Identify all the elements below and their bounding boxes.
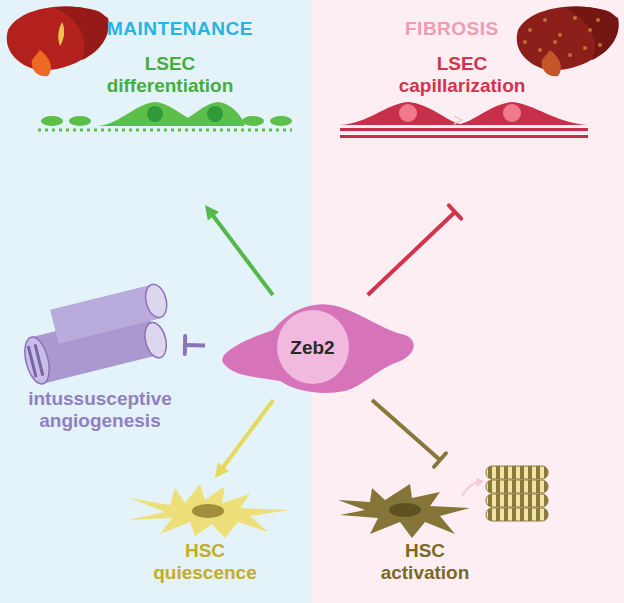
connector-line [211,213,273,295]
illustration-part [596,18,600,22]
fibrotic-liver-icon [517,6,619,76]
illustration-part [7,7,108,71]
hsc-activation: HSC activation [310,460,560,590]
illustration-part [340,102,460,125]
illustration-part [565,6,619,60]
illustration-part [340,128,588,131]
illustration-part [598,43,602,47]
panel-heading: MAINTENANCE [107,18,253,40]
arrowhead [205,205,219,220]
illustration-part [558,33,562,37]
regulation-arrow [215,400,273,478]
illustration-part [553,40,557,44]
illustration-part [528,28,532,32]
connector-line [368,212,455,295]
illustration-part [486,494,548,507]
gene-label: Zeb2 [205,337,420,359]
zeb2-cell: Zeb2 [205,295,420,400]
intussusceptive-angiogenesis: intussusceptive angiogenesis [15,280,185,440]
illustration-part [192,504,224,518]
illustration-part [340,135,588,138]
healthy-liver-icon [7,6,109,76]
panel-heading: FIBROSIS [405,18,499,40]
illustration-part [270,116,292,126]
illustration-part [476,478,484,487]
regulation-arrow [205,205,273,295]
lsec-capillarization: LSEC capillarization [335,45,590,212]
illustration-part [588,28,592,32]
illustration-part [21,335,54,387]
lsec-differentiation: LSEC differentiation [40,45,300,205]
illustration-part [486,480,548,493]
illustration-part [242,116,264,126]
illustration-part [454,116,462,124]
arrowhead [215,463,229,478]
illustration-part [389,503,421,517]
illustration-part [486,508,548,521]
regulation-arrow [372,400,446,467]
illustration-part [35,344,43,375]
process-label: HSC activation [365,540,485,584]
illustration-part [142,320,170,360]
illustration-part [503,104,521,122]
capillarized-lsec [340,102,588,138]
illustration-part [573,16,577,20]
regulation-arrow [368,205,461,295]
fenestrated-lsec [38,102,292,130]
process-label: LSEC differentiation [85,53,255,97]
activated-hsc [338,478,484,538]
illustration-part [517,7,618,71]
process-label: HSC quiescence [145,540,265,584]
illustration-part [38,129,292,132]
illustration-part [542,50,561,76]
illustration-part [399,104,417,122]
illustration-part [486,466,548,479]
illustration-part [41,116,63,126]
illustration-part [583,46,587,50]
illustration-part [32,50,51,76]
illustration-part [543,18,547,22]
illustration-part [50,284,160,343]
collagen-fibers [486,466,548,521]
illustration-part [58,22,64,46]
connector-line [221,400,273,470]
illustration-part [456,102,588,125]
illustration-part [338,484,470,538]
quiescent-hsc [128,484,290,538]
illustration-part [207,106,223,122]
hsc-quiescence: HSC quiescence [110,478,300,590]
illustration-part [523,40,527,44]
regulation-arrow [185,336,205,354]
illustration-part [147,106,163,122]
illustration-part [523,16,602,57]
process-label: LSEC capillarization [377,53,547,97]
illustration-part [168,102,244,126]
inhibition-bar [434,453,446,466]
illustration-part [128,484,290,538]
connector-line [185,343,205,347]
connector-line [372,400,440,460]
illustration-part [568,53,572,57]
illustration-part [142,282,170,320]
illustration-part [538,48,542,52]
illustration-part [28,346,36,377]
process-label: intussusceptive angiogenesis [15,388,185,432]
illustration-part [55,6,109,60]
vessel-tube [15,282,179,389]
inhibition-bar [449,205,461,218]
illustration-part [69,116,91,126]
inhibition-bar [183,336,187,354]
